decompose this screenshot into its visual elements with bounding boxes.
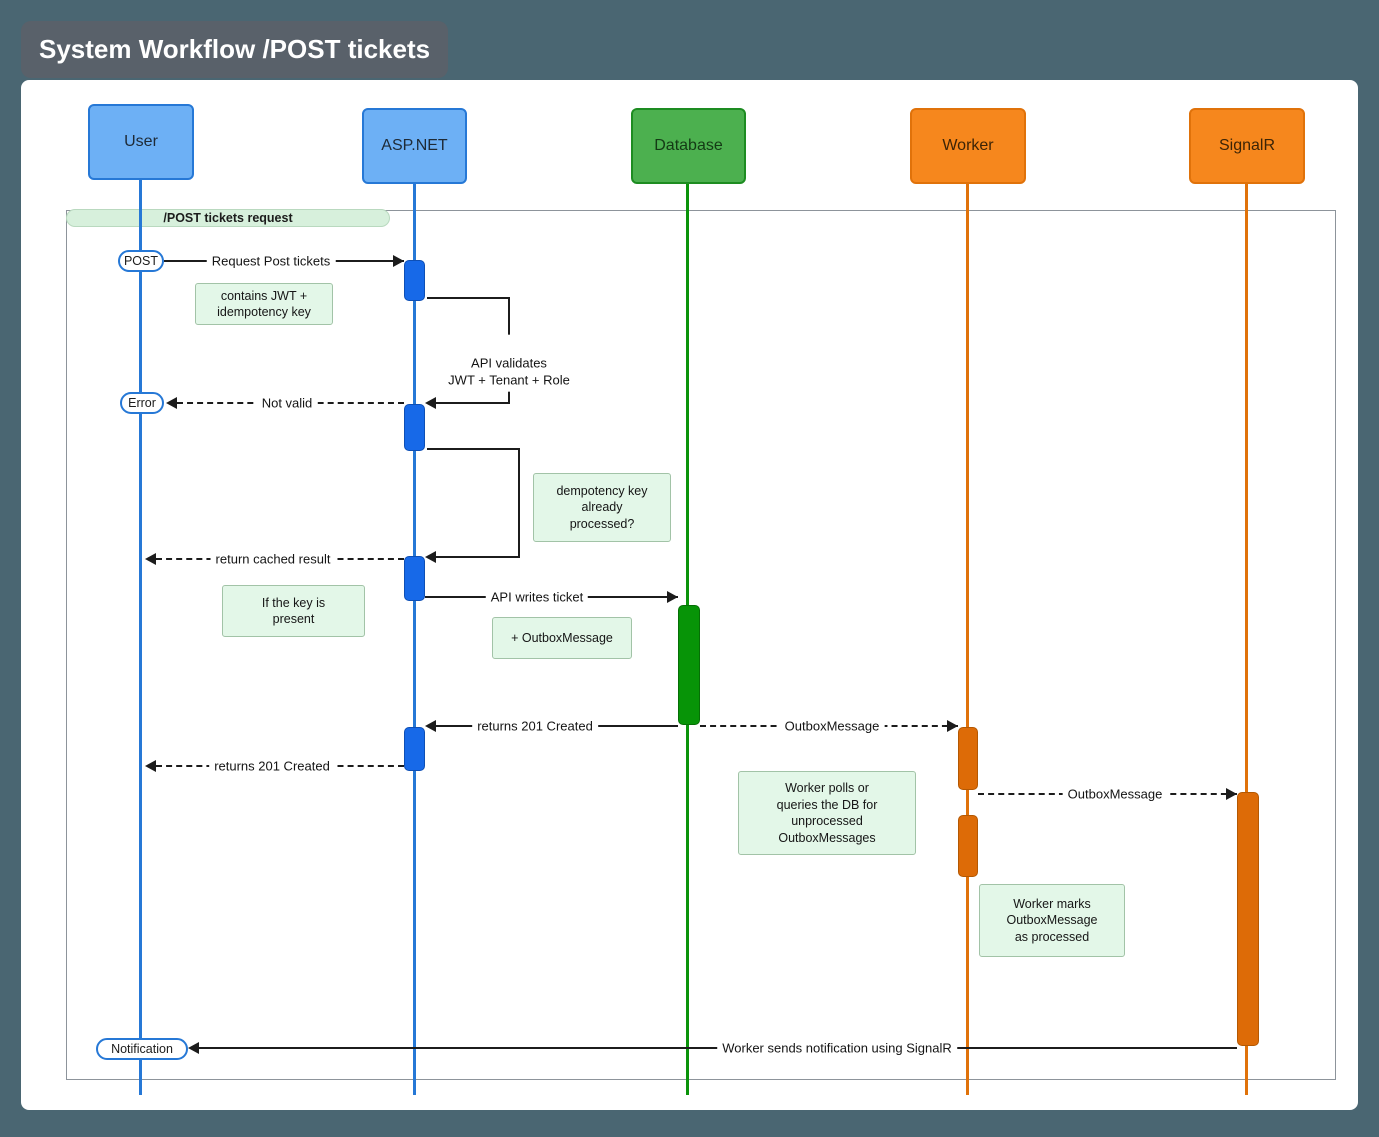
message-201-user-label: returns 201 Created <box>209 758 335 774</box>
selfloop-idempotency-check <box>427 448 520 558</box>
actor-database-label: Database <box>654 137 723 154</box>
actor-user-label: User <box>124 133 158 150</box>
actor-aspnet-label: ASP.NET <box>381 137 448 154</box>
actor-database: Database <box>631 108 746 184</box>
message-201-db-label: returns 201 Created <box>472 718 598 734</box>
actor-aspnet: ASP.NET <box>362 108 467 184</box>
diagram-title: System Workflow /POST tickets <box>21 21 449 78</box>
note-idempotency-check: dempotency key already processed? <box>533 473 671 542</box>
arrowhead-left-icon <box>145 553 156 565</box>
note-worker-polls: Worker polls or queries the DB for unpro… <box>738 771 916 855</box>
actor-signalr-label: SignalR <box>1218 137 1276 154</box>
note-outbox-message: + OutboxMessage <box>492 617 632 659</box>
pill-post: POST <box>118 250 164 272</box>
arrowhead-right-icon <box>667 591 678 603</box>
activation-aspnet-4 <box>404 727 425 771</box>
activation-database <box>678 605 700 725</box>
activation-worker-2 <box>958 815 978 877</box>
message-request-post-label: Request Post tickets <box>206 253 336 269</box>
arrowhead-left-icon <box>166 397 177 409</box>
message-not-valid-label: Not valid <box>256 395 318 411</box>
actor-user: User <box>88 104 194 180</box>
frame-post-tickets-request <box>66 210 1336 1080</box>
arrowhead-right-icon <box>947 720 958 732</box>
pill-notification: Notification <box>96 1038 188 1060</box>
diagram-title-text: System Workflow /POST tickets <box>39 34 431 64</box>
message-outbox-worker-signalr-label: OutboxMessage <box>1062 786 1168 802</box>
arrowhead-left-icon <box>425 551 436 563</box>
arrowhead-left-icon <box>425 397 436 409</box>
arrowhead-right-icon <box>393 255 404 267</box>
actor-worker-label: Worker <box>942 137 994 154</box>
message-outbox-db-worker-label: OutboxMessage <box>779 718 885 734</box>
arrowhead-right-icon <box>1226 788 1237 800</box>
activation-worker-1 <box>958 727 978 790</box>
actor-worker: Worker <box>910 108 1026 184</box>
message-notification-label: Worker sends notification using SignalR <box>717 1040 957 1056</box>
lifeline-aspnet <box>413 180 416 1095</box>
activation-signalr <box>1237 792 1259 1046</box>
note-key-present: If the key is present <box>222 585 365 637</box>
selfloop-api-validates-label: API validates JWT + Tenant + Role <box>443 334 575 392</box>
note-jwt-idempotency-key: contains JWT + idempotency key <box>195 283 333 325</box>
lifeline-worker <box>966 180 969 1095</box>
sequence-diagram-canvas: /POST tickets request User ASP.NET Datab… <box>21 80 1358 1110</box>
activation-aspnet-1 <box>404 260 425 301</box>
arrowhead-left-icon <box>425 720 436 732</box>
message-return-cached-label: return cached result <box>210 551 336 567</box>
frame-label: /POST tickets request <box>66 209 390 227</box>
actor-signalr: SignalR <box>1189 108 1305 184</box>
activation-aspnet-2 <box>404 404 425 451</box>
lifeline-signalr <box>1245 180 1248 1095</box>
message-api-writes-label: API writes ticket <box>485 589 589 605</box>
activation-aspnet-3 <box>404 556 425 601</box>
arrowhead-left-icon <box>145 760 156 772</box>
pill-error: Error <box>120 392 164 414</box>
frame-label-text: /POST tickets request <box>163 211 293 225</box>
lifeline-user <box>139 180 142 1095</box>
arrowhead-left-icon <box>188 1042 199 1054</box>
note-worker-marks: Worker marks OutboxMessage as processed <box>979 884 1125 957</box>
